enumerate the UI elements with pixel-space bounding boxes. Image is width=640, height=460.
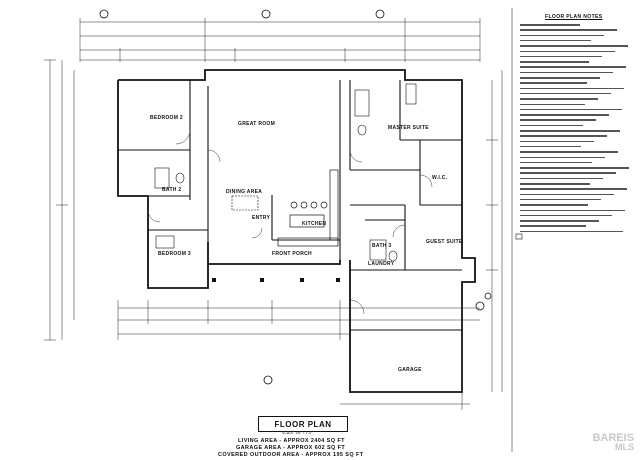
kitchen-fixtures: [277, 169, 339, 247]
note-text-line: [520, 108, 622, 111]
note-text-line: [520, 230, 623, 233]
right-dimension-lines: [486, 70, 503, 392]
door-swings: [147, 129, 433, 315]
watermark-logo: BAREIS MLS: [592, 432, 634, 453]
note-text-line: [520, 193, 614, 196]
note-text-line: [520, 198, 601, 201]
note-text-line: [520, 188, 627, 190]
note-text-line: [520, 55, 602, 58]
note-text-line: [520, 225, 586, 227]
notes-box-marker: [515, 233, 523, 240]
note-text-line: [520, 124, 583, 127]
note-text-line: [520, 145, 581, 148]
room-label-bedroom-3: BEDROOM 3: [158, 251, 191, 257]
note-text-line: [520, 87, 624, 90]
bath-fixtures: [154, 83, 417, 262]
note-text-line: [520, 39, 591, 42]
room-label-wic: W.I.C.: [432, 175, 448, 181]
note-text-line: [520, 34, 604, 37]
room-label-dining-area: DINING AREA: [226, 189, 263, 195]
title-box: FLOOR PLAN: [258, 416, 348, 432]
note-text-line: [520, 151, 618, 153]
garage-area-text: GARAGE AREA - APPROX 602 SQ FT: [236, 445, 346, 451]
room-label-laundry: LAUNDRY: [368, 261, 395, 267]
notes-title: FLOOR PLAN NOTES: [545, 14, 603, 20]
note-text-line: [520, 98, 598, 100]
note-text-line: [520, 77, 600, 79]
note-text-line: [520, 172, 616, 174]
note-text-line: [520, 156, 605, 159]
room-label-kitchen: KITCHEN: [302, 221, 327, 227]
note-text-line: [520, 24, 580, 26]
note-text-line: [520, 135, 607, 137]
note-text-line: [520, 119, 596, 121]
note-text-line: [520, 220, 599, 222]
room-label-master-suite: MASTER SUITE: [388, 125, 429, 131]
note-text-line: [520, 214, 612, 217]
dining-table: [231, 195, 259, 211]
room-label-great-room: GREAT ROOM: [238, 121, 276, 127]
note-text-line: [520, 114, 609, 116]
note-text-line: [520, 61, 589, 63]
bottom-dimension-lines: [117, 300, 480, 410]
room-label-guest-suite: GUEST SUITE: [426, 239, 463, 245]
scale-note: SCALE: 1/8" = 1'-0": [282, 431, 313, 435]
top-dimension-lines: [79, 18, 481, 62]
note-text-line: [520, 183, 590, 185]
interior-walls: [118, 80, 462, 331]
room-label-bath-3: BATH 3: [372, 243, 392, 249]
outdoor-area-text: COVERED OUTDOOR AREA - APPROX 195 SQ FT: [218, 452, 364, 458]
left-dimension-lines: [44, 59, 75, 341]
note-text-line: [520, 29, 617, 31]
note-text-line: [520, 209, 625, 212]
room-label-bath-2: BATH 2: [162, 187, 182, 193]
note-text-line: [520, 50, 615, 53]
note-text-line: [520, 92, 611, 95]
room-label-bedroom-2: BEDROOM 2: [150, 115, 183, 121]
note-text-line: [520, 204, 588, 206]
note-text-line: [520, 161, 592, 164]
note-text-line: [520, 71, 613, 74]
note-text-line: [520, 177, 603, 180]
room-label-front-porch: FRONT PORCH: [272, 251, 312, 257]
note-text-line: [520, 130, 620, 132]
note-text-line: [520, 82, 587, 84]
note-text-line: [520, 103, 585, 106]
porch-posts: [212, 278, 340, 282]
plan-title: FLOOR PLAN: [274, 419, 332, 429]
room-label-entry: ENTRY: [252, 215, 271, 221]
grid-markers: [99, 9, 492, 385]
note-text-line: [520, 167, 629, 169]
room-label-garage: GARAGE: [398, 367, 422, 373]
note-text-line: [520, 140, 594, 143]
living-area-text: LIVING AREA - APPROX 2404 SQ FT: [238, 438, 345, 444]
note-text-line: [520, 45, 628, 47]
note-text-line: [520, 66, 626, 68]
